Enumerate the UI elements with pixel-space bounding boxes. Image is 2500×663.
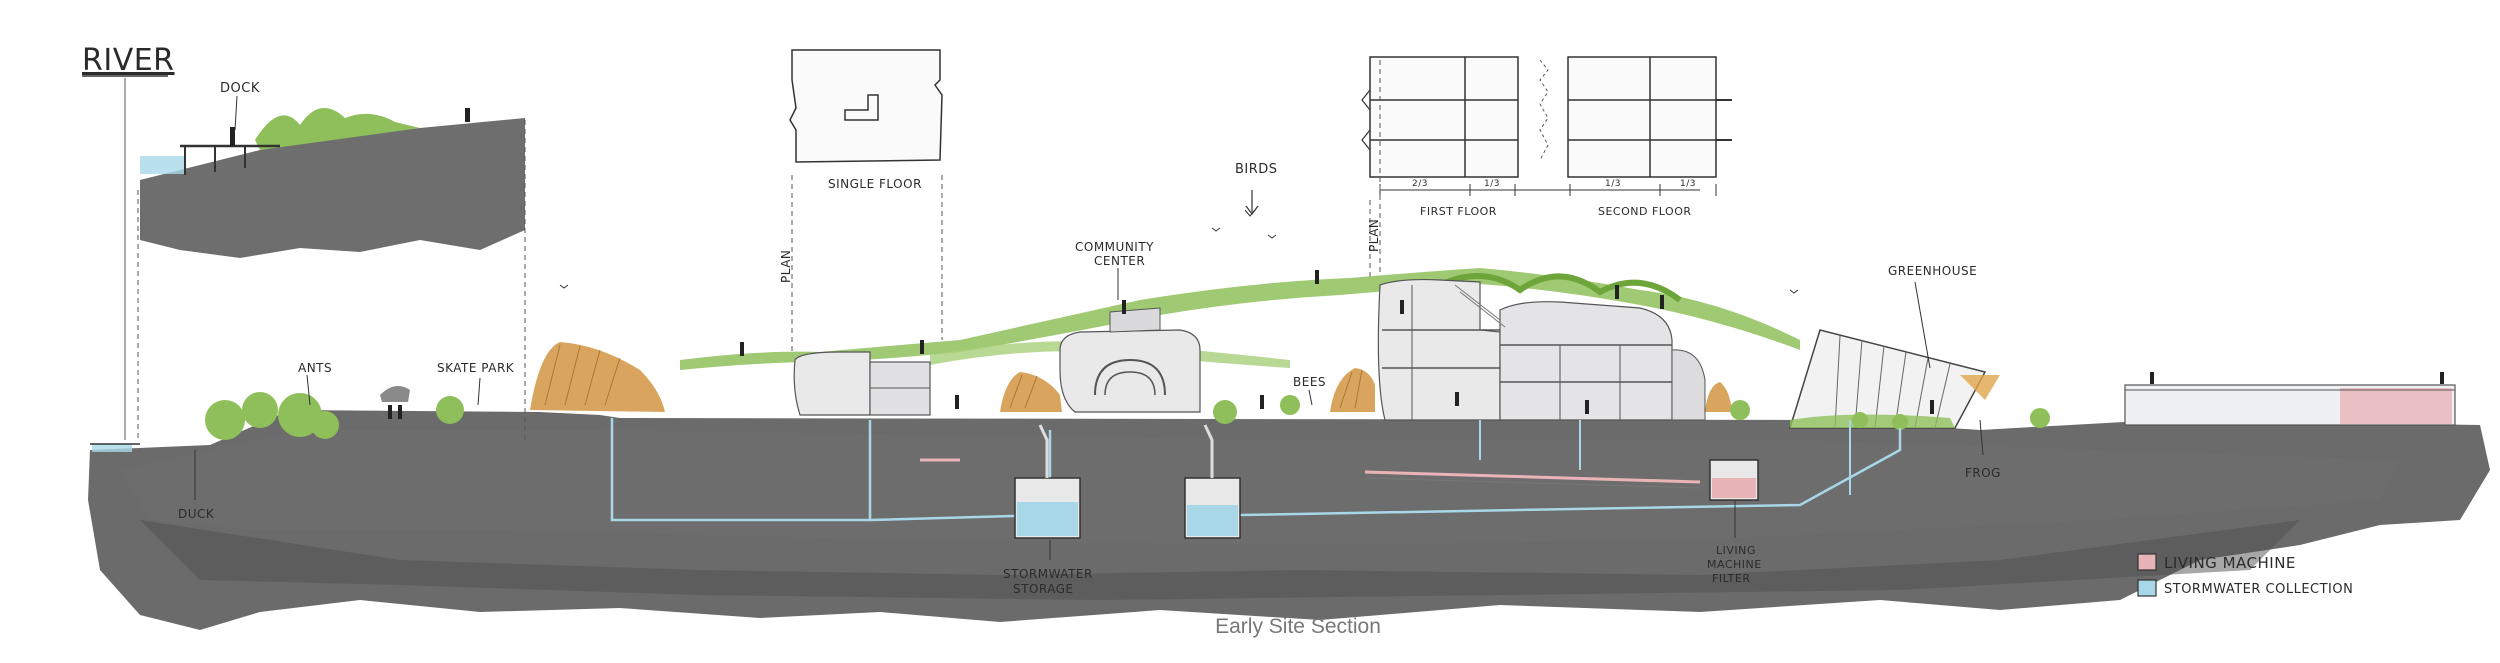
plan-label-right: PLAN bbox=[1367, 219, 1381, 252]
single-floor-plan bbox=[789, 49, 943, 355]
plan-label-left: PLAN bbox=[779, 250, 793, 283]
dim-label: 2/3 bbox=[1412, 179, 1428, 189]
living-machine-filter-label: LIVING bbox=[1716, 544, 1756, 557]
caption: Early Site Section bbox=[1215, 615, 1381, 638]
single-floor-label: SINGLE FLOOR bbox=[828, 177, 922, 191]
community-center-label: COMMUNITY bbox=[1075, 240, 1154, 254]
main-building bbox=[1377, 278, 1501, 421]
ground-section bbox=[88, 410, 2490, 630]
legend-label: STORMWATER COLLECTION bbox=[2164, 582, 2353, 597]
first-floor-label: FIRST FLOOR bbox=[1420, 205, 1497, 218]
ants-label: ANTS bbox=[298, 361, 332, 375]
wooden-forms bbox=[530, 342, 1732, 412]
dim-label: 1/3 bbox=[1605, 179, 1621, 189]
flat-building-right bbox=[2124, 384, 2456, 426]
frog-label: FROG bbox=[1965, 466, 2001, 480]
labels: RIVER DOCK SINGLE FLOOR PLAN PLAN BIRDS … bbox=[82, 43, 2001, 596]
second-floor-label: SECOND FLOOR bbox=[1598, 205, 1692, 218]
living-machine-filter-label: FILTER bbox=[1712, 572, 1751, 585]
people bbox=[388, 270, 2444, 419]
legend-label: LIVING MACHINE bbox=[2164, 554, 2296, 572]
legend: LIVING MACHINE STORMWATER COLLECTION bbox=[2137, 553, 2353, 597]
stormwater-storage-label: STORAGE bbox=[1013, 582, 1074, 596]
bees-label: BEES bbox=[1293, 375, 1326, 389]
living-machine-filter-label: MACHINE bbox=[1707, 558, 1762, 571]
vegetation bbox=[205, 392, 2050, 440]
rock bbox=[380, 386, 410, 402]
dim-label: 1/3 bbox=[1484, 179, 1500, 189]
community-center-label: CENTER bbox=[1094, 254, 1145, 268]
green-roof-landform bbox=[680, 268, 1800, 370]
community-center-building bbox=[1059, 329, 1201, 413]
duck-label: DUCK bbox=[178, 507, 215, 521]
dim-label: 1/3 bbox=[1680, 179, 1696, 189]
leader-lines bbox=[194, 95, 1984, 560]
skate-park-label: SKATE PARK bbox=[437, 361, 515, 375]
buildings bbox=[793, 278, 1706, 421]
dock-inset bbox=[124, 78, 526, 440]
birds-marks bbox=[559, 209, 1799, 294]
two-floor-plans bbox=[1361, 56, 1732, 280]
greenhouse-label: GREENHOUSE bbox=[1888, 264, 1977, 278]
legend-swatch-living-machine bbox=[2137, 553, 2157, 571]
river-title: RIVER bbox=[82, 43, 175, 78]
greenhouse bbox=[1788, 329, 2000, 429]
birds-label: BIRDS bbox=[1235, 162, 1278, 177]
stormwater-storage-label: STORMWATER bbox=[1003, 567, 1093, 581]
dock-label: DOCK bbox=[220, 81, 260, 96]
river-water bbox=[90, 443, 140, 452]
underground-system bbox=[610, 418, 1902, 539]
legend-swatch-stormwater bbox=[2137, 579, 2157, 597]
